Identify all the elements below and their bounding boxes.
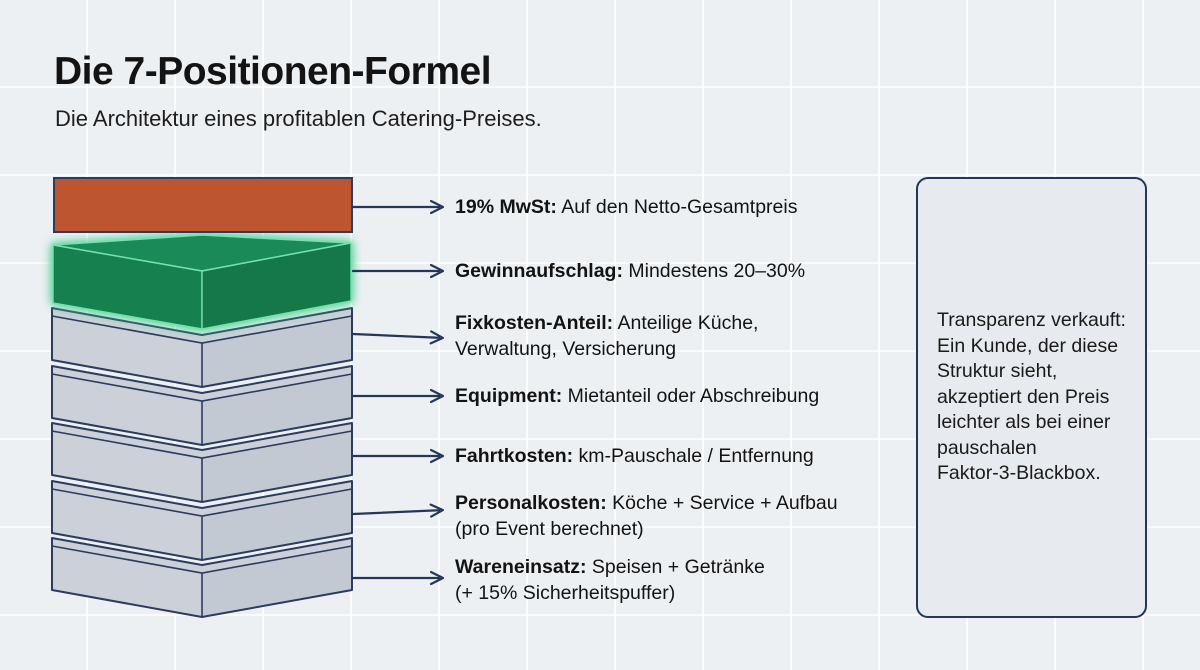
layer-mwst — [53, 177, 353, 233]
label-equipment: Equipment: Mietanteil oder Abschreibung — [455, 385, 820, 407]
label-personalkosten: Personalkosten: Köche + Service + Aufbau… — [455, 492, 838, 540]
transparency-note-panel: Transparenz verkauft: Ein Kunde, der die… — [916, 177, 1147, 618]
panel-line: Transparenz verkauft: — [937, 309, 1126, 332]
layer-wareneinsatz — [51, 537, 353, 618]
arrow-equipment — [351, 388, 445, 404]
arrow-mwst — [351, 199, 445, 215]
label-mwst: 19% MwSt: Auf den Netto-Gesamtpreis — [455, 196, 798, 218]
panel-line: pauschalen — [937, 436, 1037, 459]
panel-line: leichter als bei einer — [937, 411, 1111, 434]
panel-line: Faktor-3-Blackbox. — [937, 462, 1101, 485]
page-subtitle: Die Architektur eines profitablen Cateri… — [55, 106, 542, 131]
layer-equipment — [51, 365, 353, 446]
arrow-personalkosten — [351, 503, 445, 518]
panel-line: Struktur sieht, — [937, 360, 1058, 383]
arrow-gewinnaufschlag — [351, 263, 445, 279]
panel-line: akzeptiert den Preis — [937, 385, 1110, 408]
label-wareneinsatz: Wareneinsatz: Speisen + Getränke (+ 15% … — [455, 556, 765, 604]
arrow-fixkosten — [351, 330, 445, 345]
page-title: Die 7-Positionen-Formel — [54, 50, 492, 93]
arrow-fahrtkosten — [351, 448, 445, 464]
layer-fixkosten — [51, 307, 353, 388]
layer-personalkosten — [51, 480, 353, 561]
label-gewinnaufschlag: Gewinnaufschlag: Mindestens 20–30% — [455, 260, 806, 282]
label-fahrtkosten: Fahrtkosten: km-Pauschale / Entfernung — [455, 445, 814, 467]
layer-gewinnaufschlag — [52, 234, 352, 330]
arrow-wareneinsatz — [351, 570, 445, 586]
panel-line: Ein Kunde, der diese — [937, 334, 1119, 357]
layer-fahrtkosten — [51, 422, 353, 503]
label-fixkosten: Fixkosten-Anteil: Anteilige Küche, Verwa… — [455, 312, 759, 360]
